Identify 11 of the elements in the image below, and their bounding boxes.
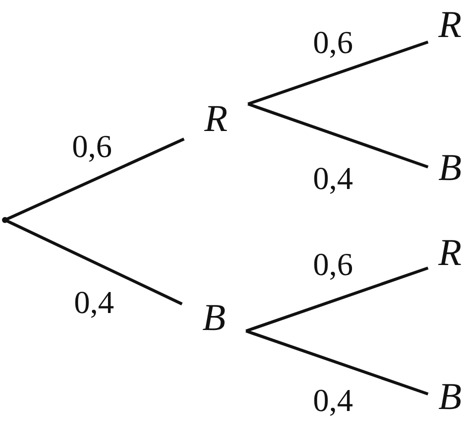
outcome-label: R (184, 98, 248, 140)
outcome-label: B (182, 298, 246, 338)
outcome-label: R (428, 5, 472, 45)
outcome-label: B (428, 148, 472, 188)
branch-line (246, 330, 428, 396)
outcome-label: B (428, 377, 472, 417)
branch-line (246, 266, 428, 332)
branch-line (248, 102, 428, 168)
branch-line (248, 40, 428, 106)
branch-point (2, 217, 8, 223)
outcome-label: R (428, 233, 472, 273)
